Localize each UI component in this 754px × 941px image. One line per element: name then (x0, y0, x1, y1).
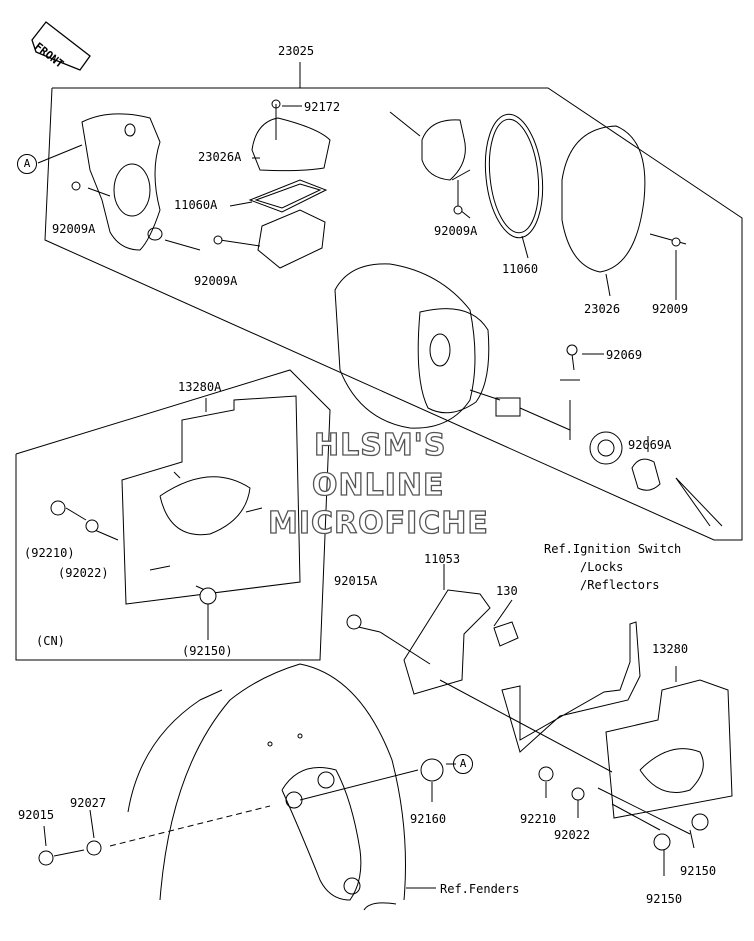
assembly-outline (44, 87, 743, 541)
bracket-11053-drawing (403, 589, 491, 695)
part-label: 92015A (334, 574, 378, 588)
part-label: 13280A (178, 380, 222, 394)
front-arrow-icon (31, 21, 91, 71)
part-label: 23026 (584, 302, 621, 316)
part-label: 92027 (70, 796, 107, 810)
part-label: 92022 (554, 828, 591, 842)
part-label: 92009 (652, 302, 689, 316)
plate-13280A-drawing (121, 395, 301, 605)
socket-base-drawing (257, 209, 326, 269)
part-label: 92015 (18, 808, 55, 822)
fender-drawing (159, 663, 406, 901)
screw-92009-drawing (671, 237, 681, 247)
nut-92210-cn-drawing (50, 500, 66, 516)
clip-92069-drawing (566, 344, 578, 356)
ref-locks: /Locks (580, 560, 624, 574)
watermark-line-3: MICROFICHE (267, 506, 489, 541)
bulb-drawing (631, 458, 661, 491)
mount-92160-drawing (281, 767, 362, 901)
part-label: 92150 (680, 864, 717, 878)
gasket-11060A-drawing (248, 179, 328, 213)
screw-92009A-c-drawing (453, 205, 463, 215)
screw-92009A-drawing (71, 181, 81, 191)
cover-23026A-drawing (251, 117, 331, 172)
cn-label: (CN) (36, 634, 65, 648)
part-label: 130 (496, 584, 518, 598)
nut-92015-drawing (38, 850, 54, 866)
callout-a-top: A (17, 154, 37, 174)
nut-92210-drawing (538, 766, 554, 782)
part-label: 11060 (502, 262, 539, 276)
part-label: (92150) (182, 644, 233, 658)
bolt-92150-cn-drawing (199, 587, 217, 605)
part-label: 11060A (174, 198, 218, 212)
part-label: 23026A (198, 150, 242, 164)
callout-a-bottom: A (453, 754, 473, 774)
ref-reflectors: /Reflectors (580, 578, 660, 592)
washer-92022-cn-drawing (85, 519, 99, 533)
part-label: 92150 (646, 892, 683, 906)
part-label: 23025 (278, 44, 315, 58)
watermark-line-1: HLSM'S (313, 428, 447, 463)
part-label: 13280 (652, 642, 689, 656)
part-label: (92022) (58, 566, 109, 580)
ref-fenders: Ref.Fenders (440, 882, 520, 896)
reflector-drawing (421, 119, 466, 181)
part-label: 92069 (606, 348, 643, 362)
part-label: (92210) (24, 546, 75, 560)
bracket-23025-drawing (81, 113, 161, 251)
cn-box-outline (15, 369, 331, 661)
housing-drawing (334, 263, 476, 429)
grommet-92160-drawing (420, 758, 444, 782)
part-label: 92069A (628, 438, 672, 452)
plate-13280-drawing (605, 679, 733, 819)
ref-ignition-switch: Ref.Ignition Switch (544, 542, 682, 556)
part-label: 92172 (304, 100, 341, 114)
screw-92009A-b-drawing (213, 235, 223, 245)
lens-23026-drawing (561, 125, 646, 273)
socket-92069A-drawing (589, 431, 623, 465)
part-label: 92210 (520, 812, 557, 826)
watermark-line-2: ONLINE (311, 468, 445, 503)
washer-92027-drawing (86, 840, 102, 856)
part-label: 92009A (194, 274, 238, 288)
connector-drawing (495, 397, 521, 417)
bracket-13280-drawing (501, 621, 641, 753)
gasket-11060-drawing (484, 113, 544, 239)
part-label: 11053 (424, 552, 461, 566)
nut-92015A-drawing (346, 614, 362, 630)
bolt-130-drawing (493, 621, 519, 647)
bolt-92150-b-drawing (653, 833, 671, 851)
part-label: 92009A (434, 224, 478, 238)
part-label: 92160 (410, 812, 447, 826)
washer-92022-drawing (571, 787, 585, 801)
part-label: 92009A (52, 222, 96, 236)
bolt-92150-a-drawing (691, 813, 709, 831)
